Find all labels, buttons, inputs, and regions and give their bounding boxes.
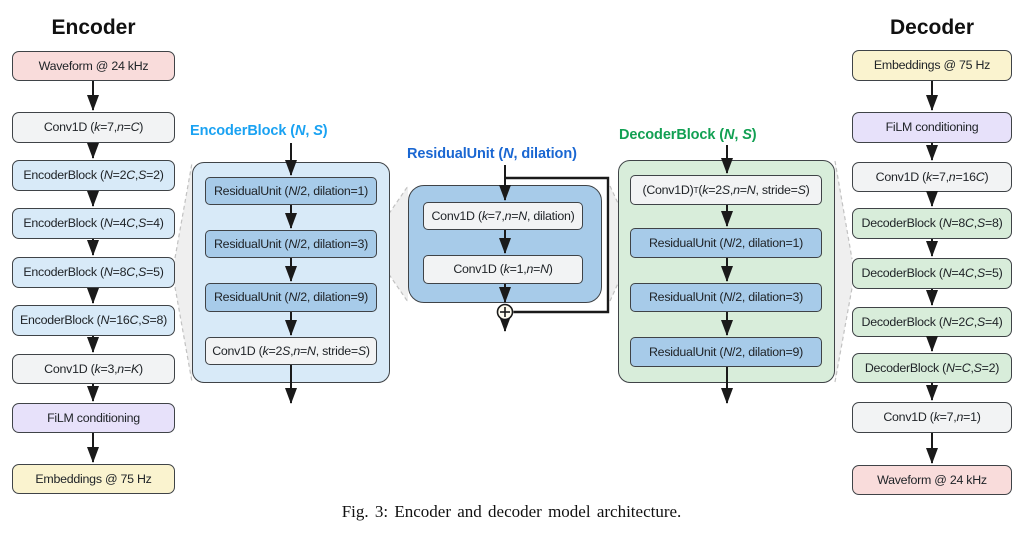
- decoderblock-label: DecoderBlock (N, S): [619, 127, 757, 143]
- encoder-conv1d-out-box: Conv1D (k=3, n=K): [12, 354, 175, 384]
- decoder-film-box: FiLM conditioning: [852, 112, 1012, 143]
- residualunit-conv1d-dilated-box: Conv1D (k=7, n=N, dilation): [423, 202, 583, 230]
- fan-encoder-to-encoderblock: [174, 162, 193, 383]
- decoder-block4-box: DecoderBlock (N=C, S=2): [852, 353, 1012, 383]
- encoderblock-residualunit3-box: ResidualUnit (N/2, dilation=9): [205, 283, 377, 312]
- decoder-conv1d-out-box: Conv1D (k=7, n=1): [852, 402, 1012, 433]
- residualunit-label: ResidualUnit (N, dilation): [407, 146, 577, 162]
- encoder-waveform-box: Waveform @ 24 kHz: [12, 51, 175, 81]
- encoder-embeddings-box: Embeddings @ 75 Hz: [12, 464, 175, 494]
- encoderblock-residualunit2-box: ResidualUnit (N/2, dilation=3): [205, 230, 377, 258]
- residualunit-conv1d-1x1-box: Conv1D (k=1, n=N): [423, 255, 583, 284]
- decoder-embeddings-box: Embeddings @ 75 Hz: [852, 50, 1012, 81]
- encoder-film-box: FiLM conditioning: [12, 403, 175, 433]
- decoderblock-residualunit1-box: ResidualUnit (N/2, dilation=1): [630, 228, 822, 258]
- encoder-title: Encoder: [51, 16, 136, 39]
- decoderblock-residualunit2-box: ResidualUnit (N/2, dilation=3): [630, 283, 822, 312]
- decoder-title: Decoder: [889, 16, 975, 39]
- figure-caption: Fig. 3: Encoder and decoder model archit…: [341, 502, 682, 521]
- decoderblock-residualunit3-box: ResidualUnit (N/2, dilation=9): [630, 337, 822, 367]
- encoder-conv1d-in-box: Conv1D (k=7, n=C): [12, 112, 175, 143]
- sum-node: [496, 303, 514, 321]
- encoderblock-residualunit1-box: ResidualUnit (N/2, dilation=1): [205, 177, 377, 205]
- fan-decoderblock-to-decoder: [834, 160, 853, 383]
- decoder-waveform-box: Waveform @ 24 kHz: [852, 465, 1012, 495]
- encoderblock-label: EncoderBlock (N, S): [190, 123, 328, 139]
